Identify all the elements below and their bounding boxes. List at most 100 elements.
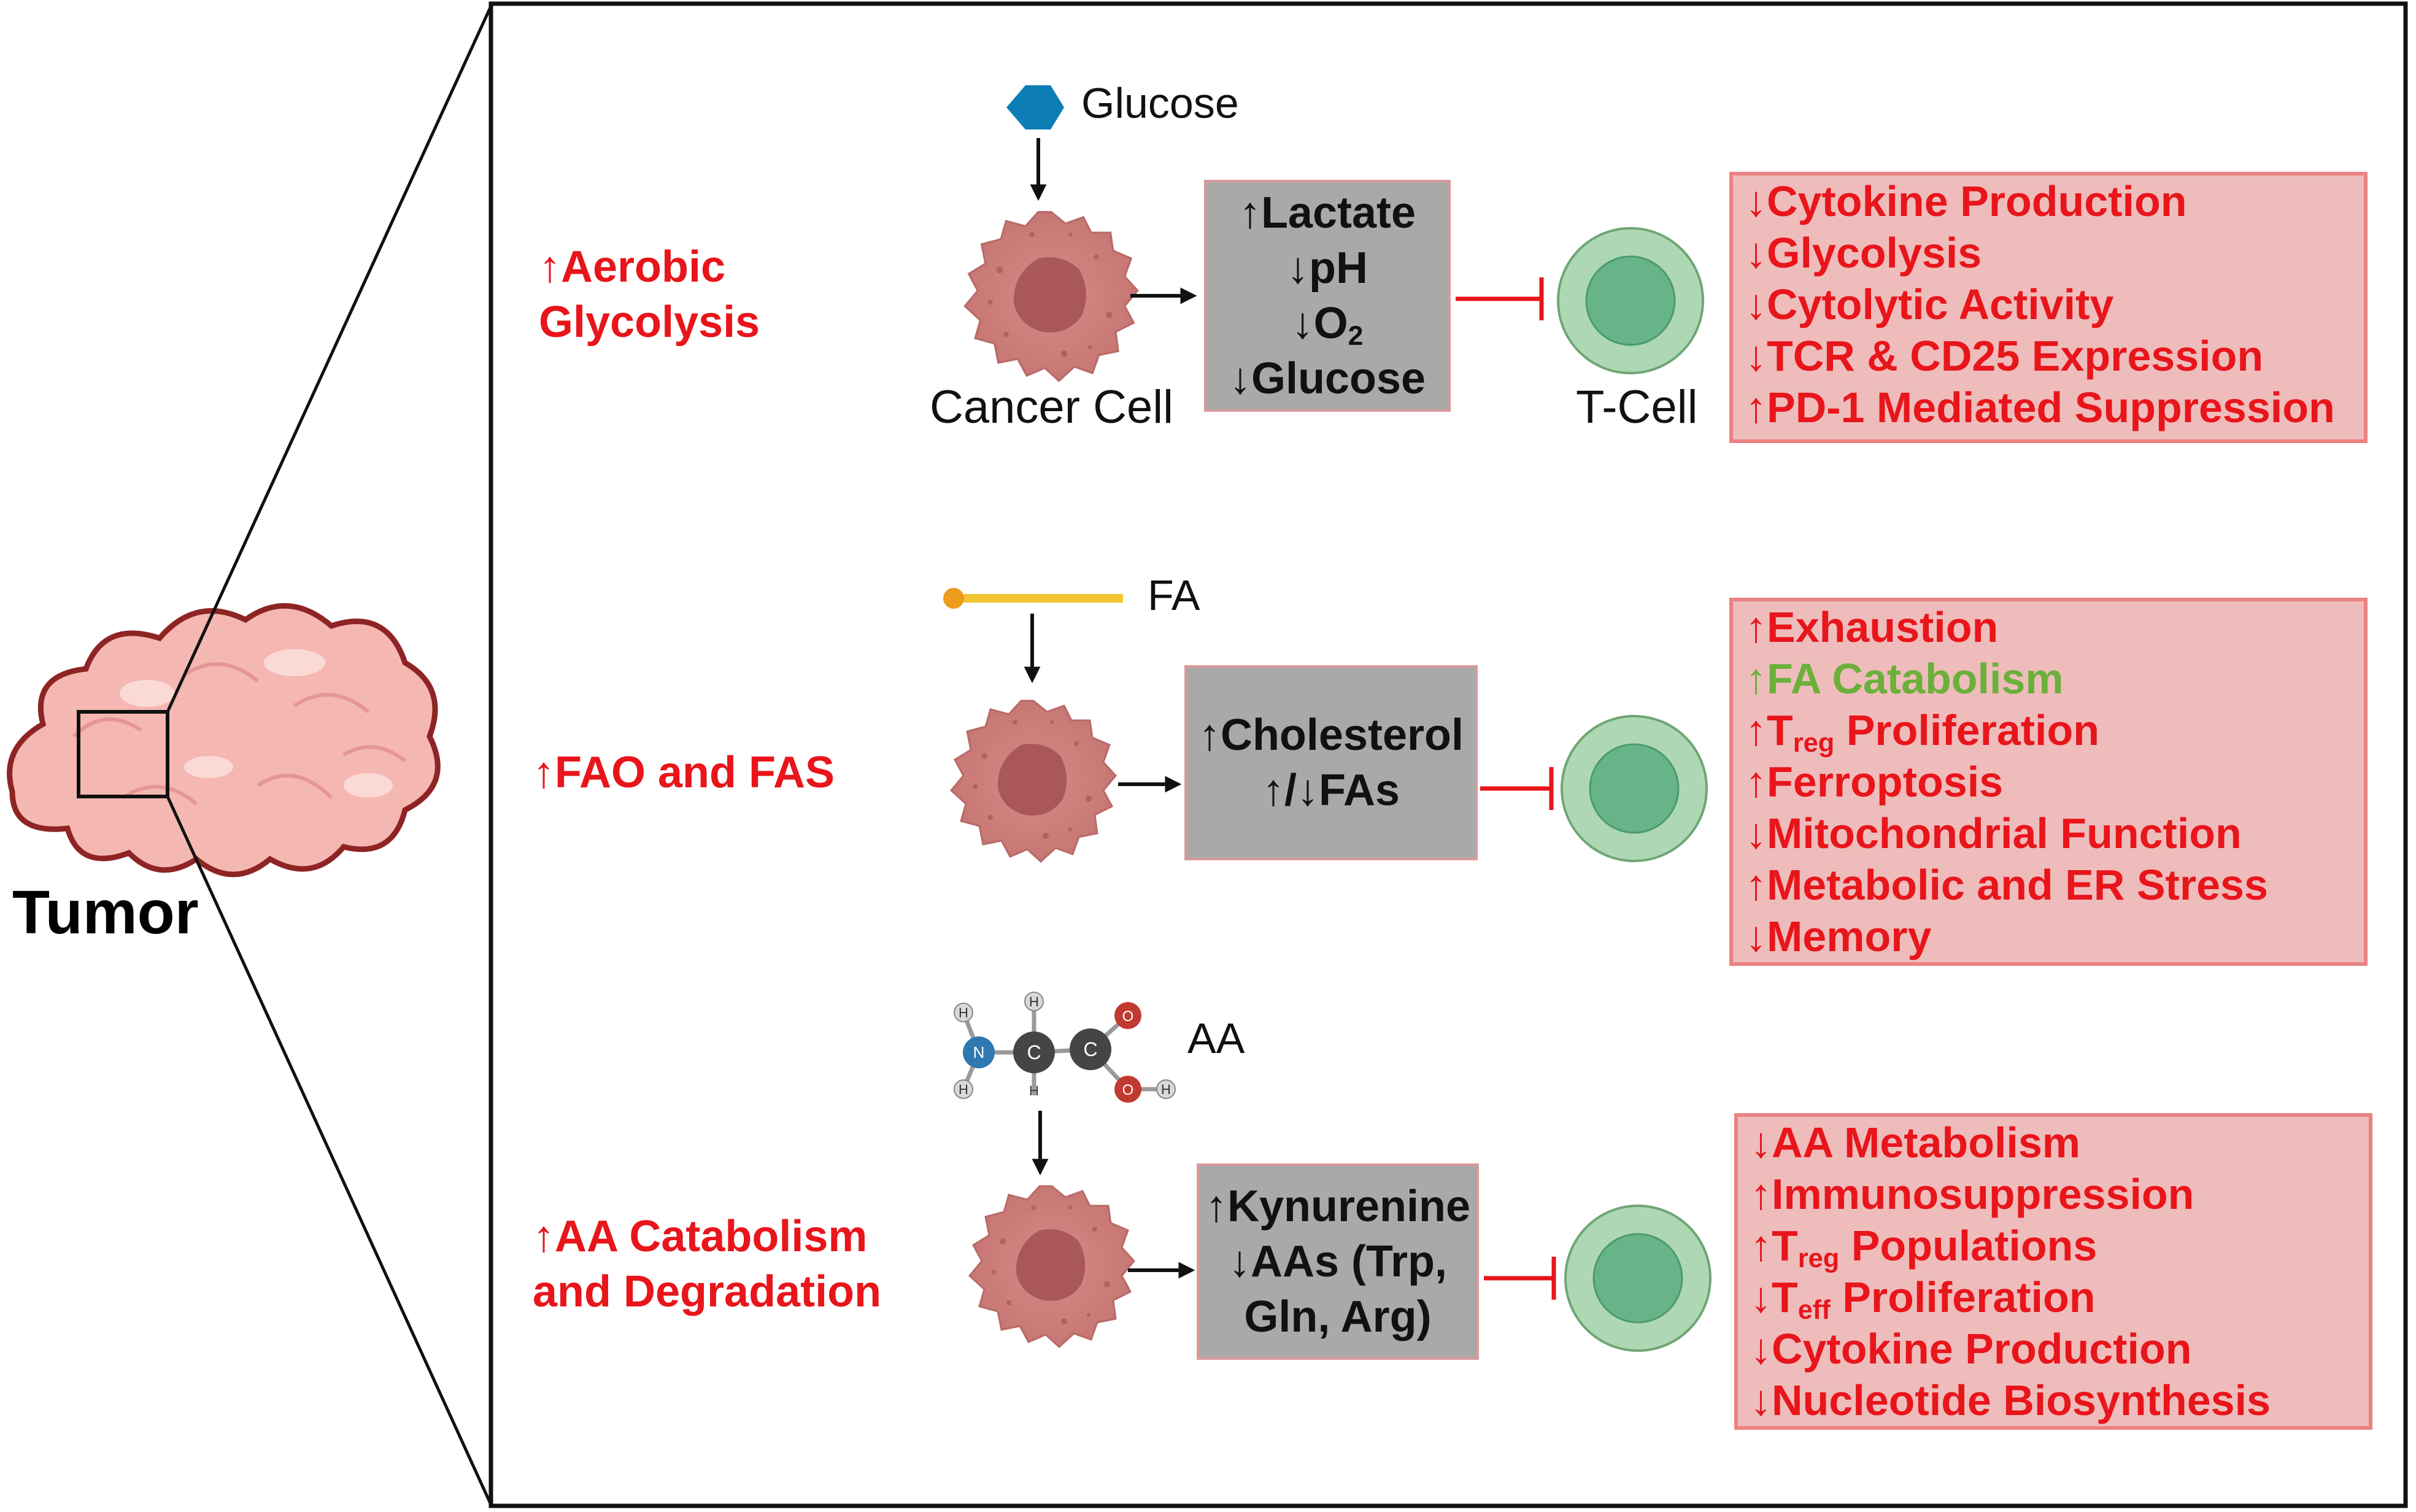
effect-text: FA Catabolism bbox=[1767, 655, 2064, 703]
metabolite-line: ↑/↓FAs bbox=[1262, 763, 1400, 818]
change-arrow: ↓ bbox=[1745, 177, 1767, 225]
process-label-aa-catabolism: ↑AA Catabolism and Degradation bbox=[533, 1209, 881, 1319]
subscript: reg bbox=[1797, 1243, 1840, 1273]
process-line: ↑AA Catabolism bbox=[533, 1212, 868, 1261]
change-arrow: ↓ bbox=[1750, 1273, 1772, 1321]
tcell-effects-box-3: ↓AA Metabolism↑Immunosuppression↑Treg Po… bbox=[1734, 1113, 2372, 1430]
change-arrow: ↓ bbox=[1745, 332, 1767, 380]
change-arrow: ↓ bbox=[1750, 1376, 1772, 1424]
atom-label: N bbox=[973, 1043, 985, 1062]
change-arrow: ↑ bbox=[1745, 603, 1767, 651]
t-cell-label: T-Cell bbox=[1576, 381, 1698, 433]
effect-text: Exhaustion bbox=[1767, 603, 1999, 651]
tcell-effect-item: ↓Memory bbox=[1745, 911, 2352, 962]
zoom-connector-top bbox=[166, 5, 493, 713]
metabolite-line: ↑Cholesterol bbox=[1198, 708, 1464, 763]
effect-text: Metabolic and ER Stress bbox=[1767, 861, 2268, 909]
effect-text: T bbox=[1772, 1222, 1798, 1270]
effect-text: PD-1 Mediated Suppression bbox=[1767, 384, 2335, 431]
metabolite-line: ↑Lactate bbox=[1239, 185, 1416, 241]
change-arrow: ↓ bbox=[1745, 912, 1767, 960]
effect-text: Nucleotide Biosynthesis bbox=[1772, 1376, 2271, 1424]
effect-text: Proliferation bbox=[1830, 1273, 2096, 1321]
change-arrow: ↑ bbox=[1198, 711, 1221, 760]
change-arrow: ↑ bbox=[1745, 706, 1767, 754]
subscript: eff bbox=[1797, 1295, 1831, 1325]
change-arrow: ↑ bbox=[1205, 1182, 1227, 1231]
effect-text: T bbox=[1772, 1273, 1798, 1321]
change-arrow: ↓ bbox=[1750, 1119, 1772, 1167]
change-arrow: ↑ bbox=[1745, 384, 1767, 431]
nutrient-label-fa: FA bbox=[1148, 571, 1200, 619]
metabolite-box-2: ↑Cholesterol↑/↓FAs bbox=[1184, 665, 1478, 860]
change-arrow: ↑/↓ bbox=[1262, 766, 1319, 815]
tcell-effect-item: ↓TCR & CD25 Expression bbox=[1745, 330, 2352, 382]
tcell-effect-item: ↓AA Metabolism bbox=[1750, 1117, 2356, 1168]
metabolite-line: ↓O2 bbox=[1292, 296, 1364, 351]
metabolite-name: Kynurenine bbox=[1227, 1182, 1471, 1231]
process-line: ↑Aerobic bbox=[539, 242, 726, 291]
change-arrow: ↑ bbox=[1745, 655, 1767, 703]
effect-text: Populations bbox=[1839, 1222, 2098, 1270]
tcell-effects-box-1: ↓Cytokine Production↓Glycolysis↓Cytolyti… bbox=[1729, 172, 2368, 443]
inhibition-arrow bbox=[1456, 277, 1544, 320]
effect-text: Memory bbox=[1767, 912, 1932, 960]
tcell-effect-item: ↓Teff Proliferation bbox=[1750, 1271, 2356, 1325]
effect-text: Immunosuppression bbox=[1772, 1170, 2194, 1218]
glucose-hexagon-icon bbox=[1006, 85, 1064, 129]
change-arrow: ↑ bbox=[1750, 1170, 1772, 1218]
process-label-fao-fas: ↑FAO and FAS bbox=[533, 745, 835, 800]
change-arrow: ↓ bbox=[1745, 280, 1767, 328]
effect-text: Proliferation bbox=[1834, 706, 2100, 754]
metabolite-line: ↑Kynurenine bbox=[1205, 1179, 1470, 1234]
tcell-effect-item: ↑FA Catabolism bbox=[1745, 653, 2352, 704]
tcell-effect-item: ↓Cytokine Production bbox=[1750, 1323, 2356, 1375]
tcell-effect-item: ↓Glycolysis bbox=[1745, 227, 2352, 279]
fatty-acid-icon bbox=[943, 588, 1123, 609]
change-arrow: ↑ bbox=[1750, 1222, 1772, 1270]
cancer-cell-label: Cancer Cell bbox=[930, 381, 1174, 433]
tcell-effect-item: ↓Mitochondrial Function bbox=[1745, 808, 2352, 859]
zoom-connector-bottom bbox=[166, 795, 493, 1506]
nutrient-label-glucose: Glucose bbox=[1081, 79, 1239, 127]
change-arrow: ↑ bbox=[1238, 188, 1261, 237]
atom-label: H bbox=[959, 1082, 968, 1097]
tcell-effect-item: ↑Ferroptosis bbox=[1745, 756, 2352, 808]
change-arrow: ↓ bbox=[1291, 299, 1314, 348]
metabolite-box-1: ↑Lactate↓pH↓O2↓Glucose bbox=[1204, 180, 1451, 412]
change-arrow: ↓ bbox=[1745, 809, 1767, 857]
tcell-effects-box-2: ↑Exhaustion↑FA Catabolism↑Treg Prolifera… bbox=[1729, 598, 2368, 966]
inhibition-arrow bbox=[1480, 767, 1554, 810]
subscript: 2 bbox=[1348, 321, 1364, 352]
change-arrow: ↑ bbox=[1745, 758, 1767, 806]
metabolite-name: Glucose bbox=[1251, 354, 1426, 403]
cancer-cell-icon bbox=[950, 700, 1117, 863]
metabolite-name: AAs (Trp, bbox=[1250, 1237, 1448, 1286]
t-cell-icon bbox=[1557, 227, 1704, 374]
t-cell-icon bbox=[1564, 1205, 1712, 1352]
atom-label: H bbox=[1029, 994, 1039, 1009]
metabolite-box-3: ↑Kynurenine↓AAs (Trp,Gln, Arg) bbox=[1197, 1163, 1479, 1360]
tcell-effect-item: ↓Nucleotide Biosynthesis bbox=[1750, 1375, 2356, 1426]
process-line: and Degradation bbox=[533, 1267, 882, 1316]
zoom-region-box bbox=[77, 710, 169, 798]
atom-label: O bbox=[1122, 1008, 1134, 1025]
atom-label: H bbox=[1029, 1083, 1039, 1098]
atom-label: H bbox=[959, 1005, 968, 1020]
metabolite-line: Gln, Arg) bbox=[1244, 1289, 1431, 1344]
metabolite-name: Gln, Arg) bbox=[1244, 1292, 1432, 1341]
effect-text: Ferroptosis bbox=[1767, 758, 2004, 806]
atom-label: C bbox=[1027, 1041, 1041, 1063]
change-arrow: ↑ bbox=[1745, 861, 1767, 909]
process-line: Glycolysis bbox=[539, 298, 760, 347]
tumor-label: Tumor bbox=[12, 878, 199, 947]
tcell-effect-item: ↓Cytolytic Activity bbox=[1745, 279, 2352, 330]
effect-text: Cytolytic Activity bbox=[1767, 280, 2114, 328]
metabolite-name: O bbox=[1313, 299, 1348, 348]
process-line: ↑FAO and FAS bbox=[533, 748, 835, 797]
tcell-effect-item: ↑Metabolic and ER Stress bbox=[1745, 859, 2352, 911]
metabolite-name: pH bbox=[1309, 244, 1368, 293]
atom-label: O bbox=[1122, 1082, 1134, 1098]
effect-text: Glycolysis bbox=[1767, 229, 1982, 277]
